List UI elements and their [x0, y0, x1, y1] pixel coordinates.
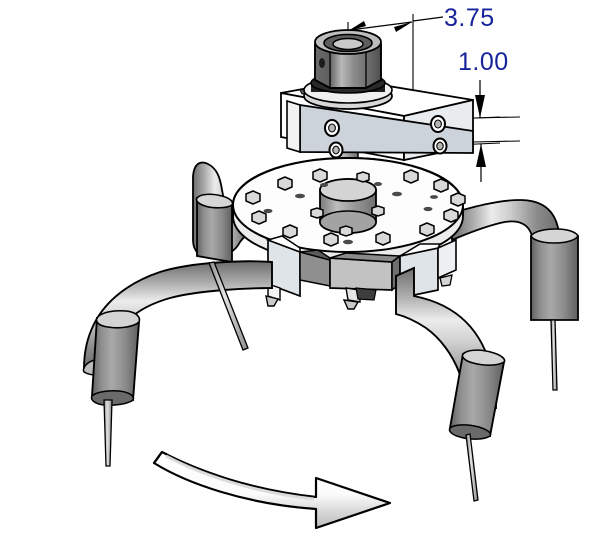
probe-rod-front-left — [103, 399, 113, 467]
rotation-direction-arrow — [152, 450, 392, 530]
under-plate-brackets — [265, 235, 457, 317]
plate-hex-fasteners — [245, 168, 466, 247]
dimension-lines — [347, 14, 501, 182]
damper-cylinder-front-right — [448, 349, 506, 440]
arrowhead-375-right — [394, 22, 412, 32]
damper-cylinder-rear-right — [530, 228, 579, 321]
probe-rod-front-right — [465, 433, 479, 502]
arrowhead-100-upper — [475, 95, 485, 118]
dimension-line-375 — [349, 21, 413, 31]
probe-rod-rear-left — [208, 261, 249, 351]
arrowhead-100-lower — [476, 144, 486, 167]
leg-rear-left — [192, 161, 255, 264]
dimension-value-375: 3.75 — [444, 4, 495, 32]
probe-rod-rear-right — [550, 319, 558, 391]
leg-rear-right — [451, 199, 579, 391]
damper-cylinder-rear-left — [195, 193, 234, 264]
circular-mounting-plate — [232, 157, 466, 264]
leg-front-left — [82, 260, 273, 467]
plate-bolt-heads — [263, 182, 438, 245]
arrowhead-375-left — [348, 21, 366, 31]
leader-line-375 — [412, 16, 444, 22]
damper-cylinder-front-left — [90, 309, 141, 406]
dimension-value-100: 1.00 — [458, 48, 509, 76]
leg-front-right — [395, 266, 506, 502]
hex-nut-actuator — [303, 29, 393, 110]
